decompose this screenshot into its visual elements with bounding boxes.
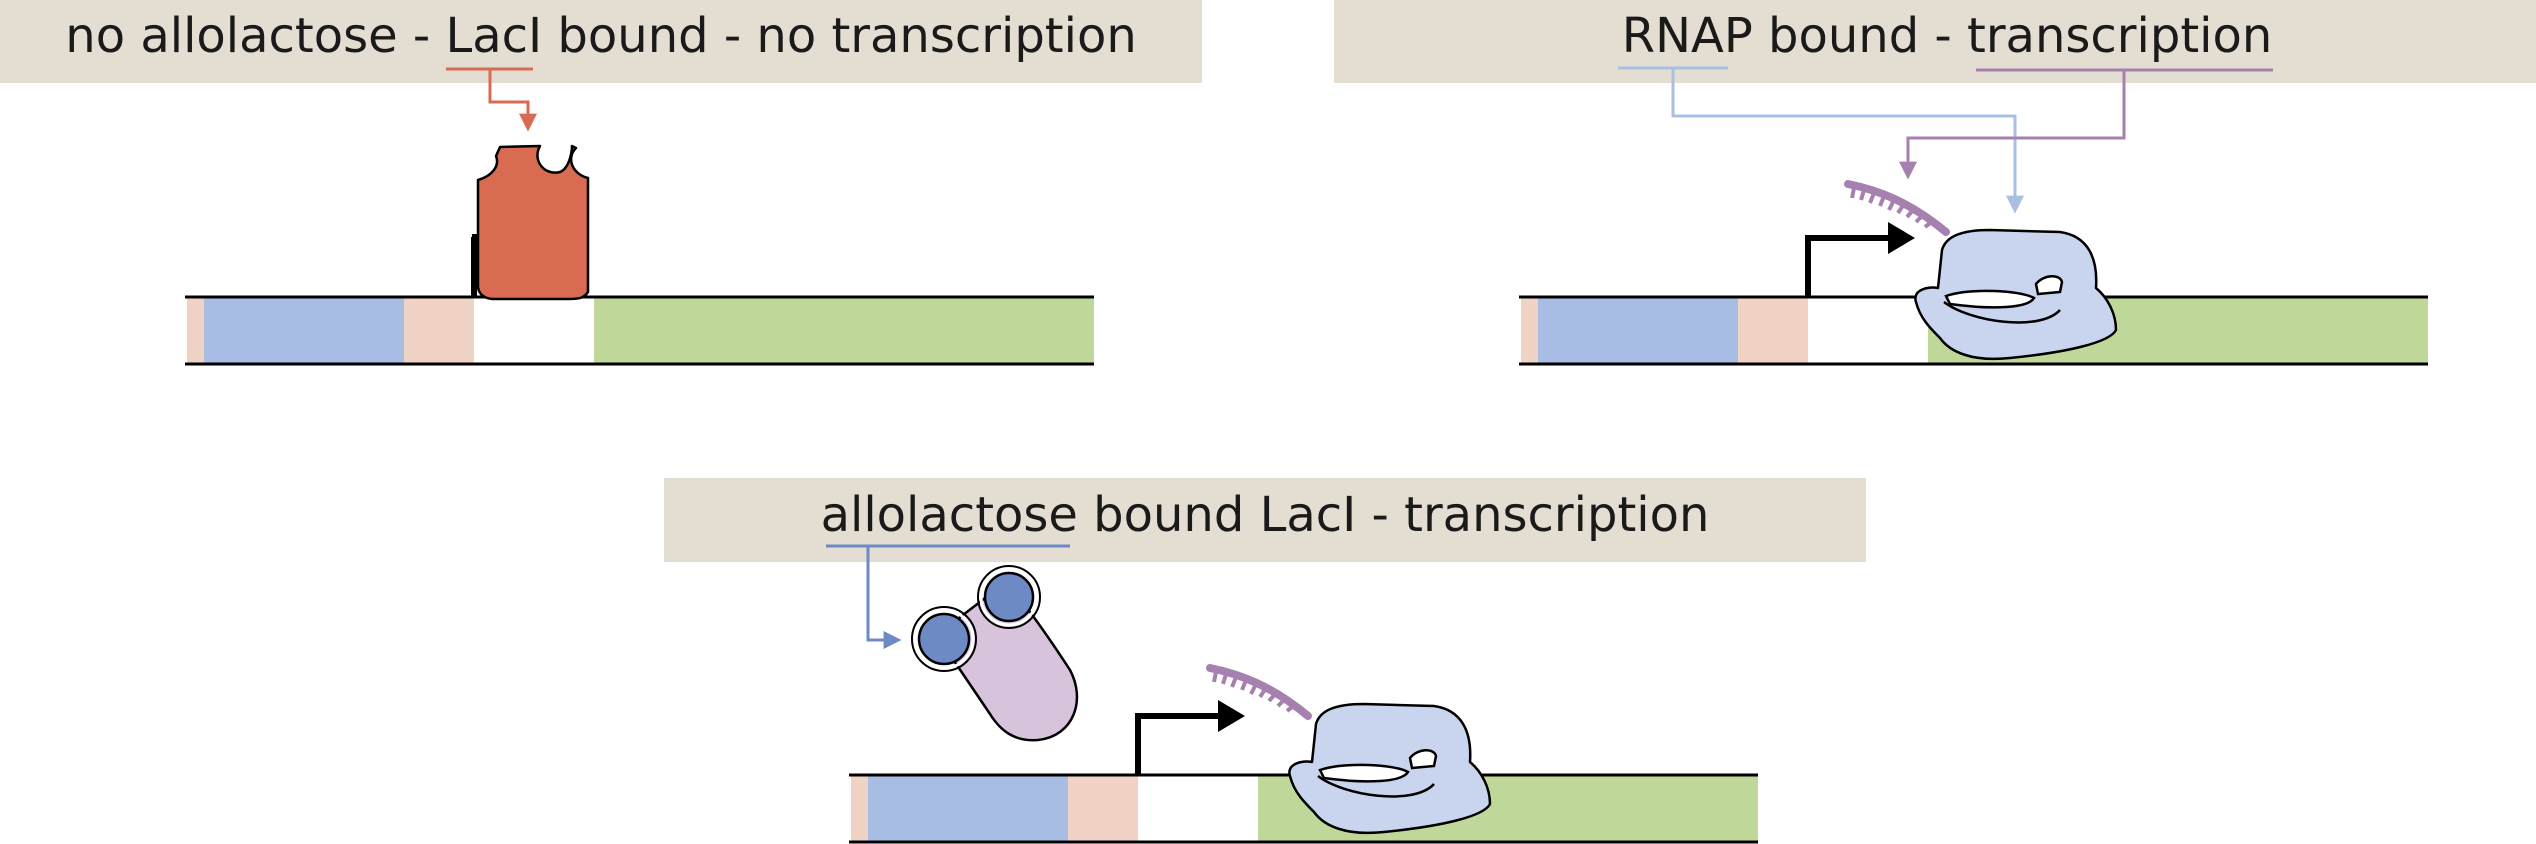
dna-segment-operator bbox=[1138, 775, 1258, 842]
dna-segment-laci-gene bbox=[1538, 297, 1738, 363]
rna-polymerase bbox=[1914, 228, 2118, 361]
panel-active-title: RNAP bound - transcription bbox=[1622, 8, 2273, 64]
allolactose-pointer-arrow bbox=[866, 546, 902, 649]
panel-active: RNAP bound - transcription bbox=[1334, 0, 2536, 366]
dna-segment-laci-gene bbox=[204, 297, 404, 363]
rna-polymerase bbox=[1288, 702, 1492, 835]
panel-repressed-title: no allolactose - LacI bound - no transcr… bbox=[65, 8, 1136, 64]
promoter-arrow bbox=[1805, 235, 1890, 297]
dna-segment-promoter bbox=[404, 297, 474, 363]
dna-strand bbox=[185, 295, 1094, 366]
mrna-transcript bbox=[1848, 184, 1946, 232]
allolactose-molecule bbox=[917, 612, 971, 666]
laci-pointer-arrow bbox=[488, 69, 537, 132]
rnap-pointer-arrow bbox=[1671, 68, 2024, 214]
dna-segment-laci-gene bbox=[868, 775, 1068, 842]
panel-repressed-title-bar bbox=[0, 0, 1202, 83]
dna-segment-pink bbox=[851, 775, 868, 842]
panel-induced-title-bar bbox=[664, 478, 1866, 562]
dna-segment-promoter bbox=[1068, 775, 1138, 842]
dna-segment-lac-genes bbox=[594, 297, 1094, 363]
panel-repressed: no allolactose - LacI bound - no transcr… bbox=[0, 0, 1202, 366]
promoter-arrow bbox=[1135, 713, 1220, 775]
allolactose-molecule bbox=[983, 571, 1035, 623]
dna-segment-operator bbox=[474, 297, 594, 363]
dna-segment-promoter bbox=[1738, 297, 1808, 363]
dna-segment-pink bbox=[1521, 297, 1538, 363]
dna-segment-pink bbox=[187, 297, 204, 363]
panel-induced-title: allolactose bound LacI - transcription bbox=[821, 487, 1710, 543]
laci-repressor bbox=[476, 144, 590, 301]
panel-active-title-bar bbox=[1334, 0, 2536, 83]
transcription-pointer-arrow bbox=[1899, 70, 2126, 180]
panel-induced: allolactose bound LacI - transcription bbox=[664, 478, 1866, 844]
dna-segment-operator bbox=[1808, 297, 1928, 363]
